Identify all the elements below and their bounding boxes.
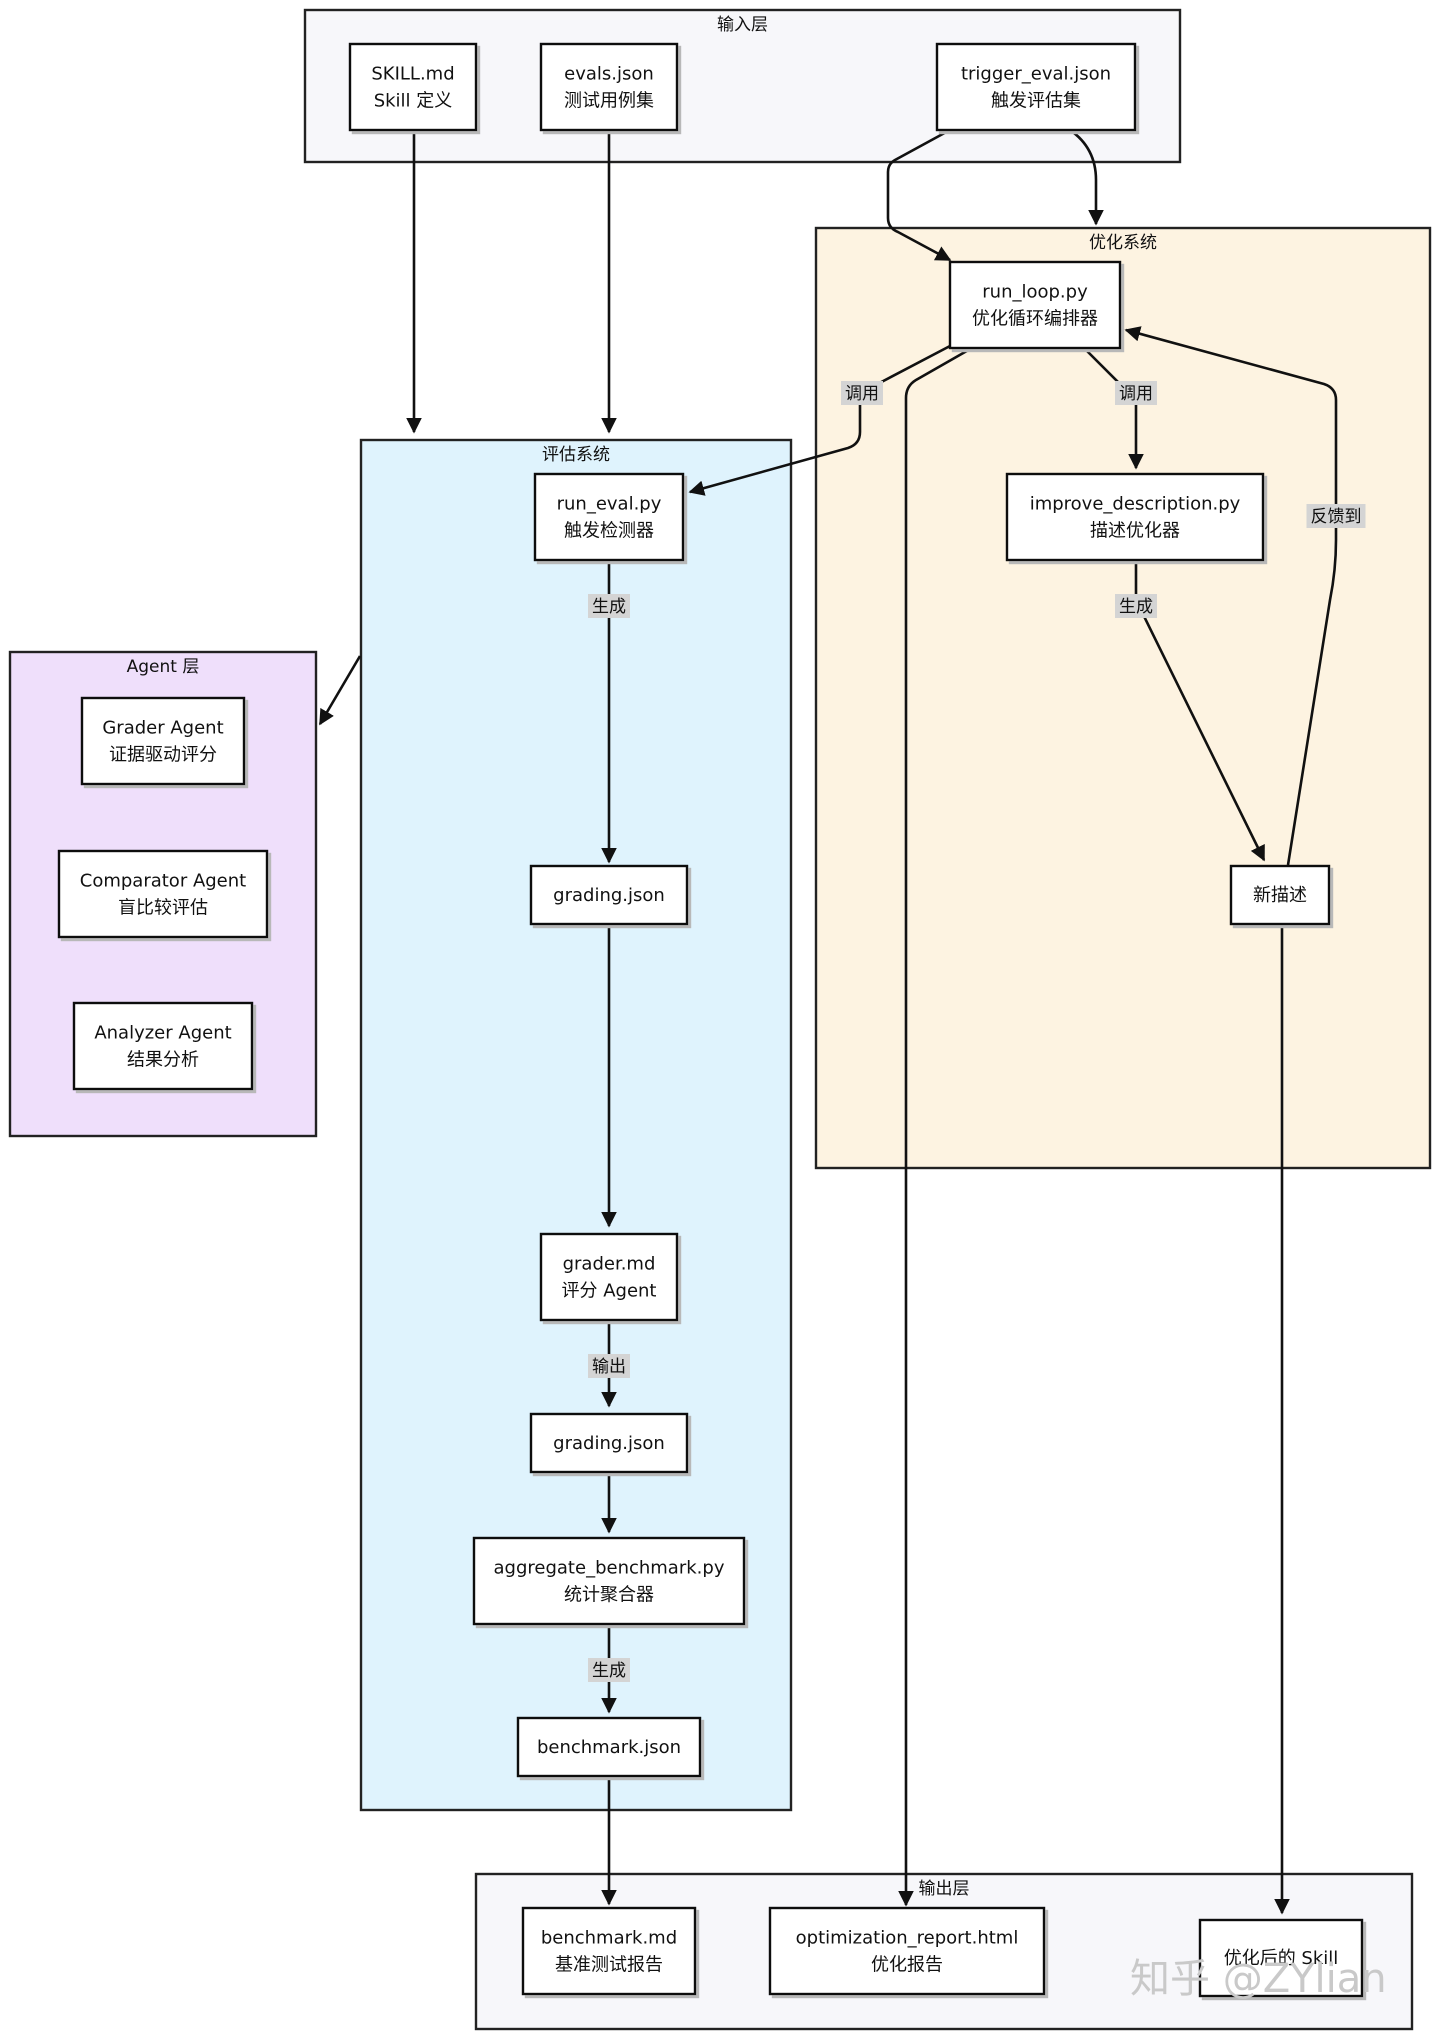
node-box-grader xyxy=(80,696,246,786)
edge-label-bg-feedback xyxy=(1306,504,1366,528)
node-label-analyzer-0: Analyzer Agent xyxy=(94,1023,231,1044)
node-label-optreport-1: 优化报告 xyxy=(871,1955,943,1976)
node-label-comparator-0: Comparator Agent xyxy=(80,871,246,892)
group-title-optimize: 优化系统 xyxy=(1089,233,1157,253)
node-label-benchjson-0: benchmark.json xyxy=(537,1737,681,1758)
node-label-aggregate-0: aggregate_benchmark.py xyxy=(494,1558,725,1579)
edge-label-output-grader: 输出 xyxy=(592,1357,626,1377)
group-title-input: 输入层 xyxy=(717,15,768,35)
node-box-optskill xyxy=(1198,1918,1364,1998)
node-box-grading1 xyxy=(529,864,689,926)
edge-label-bg-gen-bench xyxy=(588,1658,630,1682)
node-label-evals-0: evals.json xyxy=(564,64,654,85)
node-grading1: grading.json xyxy=(529,864,689,926)
node-label-improve-1: 描述优化器 xyxy=(1090,521,1180,542)
node-label-runeval-1: 触发检测器 xyxy=(564,521,654,542)
edge-label-gen-bench: 生成 xyxy=(592,1661,626,1681)
node-grading2: grading.json xyxy=(529,1412,689,1474)
node-evals: evals.json 测试用例集 xyxy=(539,42,679,132)
node-gradermd: grader.md 评分 Agent xyxy=(539,1232,679,1322)
node-box-aggregate xyxy=(472,1536,746,1626)
node-box-benchmd xyxy=(521,1906,697,1996)
node-runeval: run_eval.py 触发检测器 xyxy=(533,472,685,562)
node-label-optskill-0: 优化后的 Skill xyxy=(1224,1948,1339,1969)
edge-label-bg-output-grader xyxy=(588,1354,630,1378)
edge-label-gen-improve: 生成 xyxy=(1119,597,1153,617)
node-box-gradermd xyxy=(539,1232,679,1322)
node-label-grading1-0: grading.json xyxy=(553,885,665,906)
node-aggregate: aggregate_benchmark.py 统计聚合器 xyxy=(472,1536,746,1626)
node-label-benchmd-0: benchmark.md xyxy=(541,1928,677,1949)
node-label-runloop-1: 优化循环编排器 xyxy=(972,309,1098,330)
group-title-agent: Agent 层 xyxy=(127,657,200,677)
node-label-comparator-1: 盲比较评估 xyxy=(118,898,208,919)
edge-label-bg-gen-eval xyxy=(588,594,630,618)
node-analyzer: Analyzer Agent 结果分析 xyxy=(72,1001,254,1091)
node-label-newdesc-0: 新描述 xyxy=(1253,885,1307,906)
node-box-runloop xyxy=(948,260,1122,350)
node-optskill: 优化后的 Skill xyxy=(1198,1918,1364,1998)
node-trigger: trigger_eval.json 触发评估集 xyxy=(935,42,1137,132)
edge-label-call-left: 调用 xyxy=(845,384,879,404)
node-grader: Grader Agent 证据驱动评分 xyxy=(80,696,246,786)
node-label-gradermd-0: grader.md xyxy=(563,1254,656,1275)
node-label-skill-1: Skill 定义 xyxy=(374,91,453,112)
edge-label-bg-call-left xyxy=(841,381,883,405)
node-label-evals-1: 测试用例集 xyxy=(564,91,654,112)
node-label-analyzer-1: 结果分析 xyxy=(127,1050,199,1071)
node-box-improve xyxy=(1005,472,1265,562)
node-label-runloop-0: run_loop.py xyxy=(982,282,1088,303)
node-label-grader-0: Grader Agent xyxy=(102,718,223,739)
node-improve: improve_description.py 描述优化器 xyxy=(1005,472,1265,562)
edge-newdesc-to-runloop xyxy=(1124,326,1338,866)
group-title-eval: 评估系统 xyxy=(542,445,610,465)
node-newdesc: 新描述 xyxy=(1229,864,1331,926)
node-label-trigger-1: 触发评估集 xyxy=(991,91,1081,112)
node-label-trigger-0: trigger_eval.json xyxy=(961,64,1111,85)
watermark-text: 知乎 @ZYlian xyxy=(1130,1956,1387,2002)
node-label-aggregate-1: 统计聚合器 xyxy=(564,1585,654,1606)
node-label-grader-1: 证据驱动评分 xyxy=(109,745,217,766)
node-box-analyzer xyxy=(72,1001,254,1091)
node-box-grading2 xyxy=(529,1412,689,1474)
edge-label-bg-gen-improve xyxy=(1115,594,1157,618)
edge-label-gen-eval: 生成 xyxy=(592,597,626,617)
node-box-runeval xyxy=(533,472,685,562)
node-box-skill xyxy=(348,42,478,132)
node-box-optreport xyxy=(768,1906,1046,1996)
node-box-newdesc xyxy=(1229,864,1331,926)
node-box-benchjson xyxy=(516,1716,702,1778)
node-label-grading2-0: grading.json xyxy=(553,1433,665,1454)
group-title-output: 输出层 xyxy=(919,1879,970,1899)
node-runloop: run_loop.py 优化循环编排器 xyxy=(948,260,1122,350)
node-label-improve-0: improve_description.py xyxy=(1030,494,1241,515)
node-label-runeval-0: run_eval.py xyxy=(557,494,662,515)
node-benchmd: benchmark.md 基准测试报告 xyxy=(521,1906,697,1996)
node-benchjson: benchmark.json xyxy=(516,1716,702,1778)
node-label-optreport-0: optimization_report.html xyxy=(796,1928,1019,1949)
node-box-evals xyxy=(539,42,679,132)
node-box-comparator xyxy=(57,849,269,939)
edge-trigger-to-optimize xyxy=(1069,128,1104,226)
edge-runloop-to-optreport xyxy=(898,346,973,1907)
edge-label-call-right: 调用 xyxy=(1119,384,1153,404)
edge-label-feedback: 反馈到 xyxy=(1311,507,1362,527)
node-optreport: optimization_report.html 优化报告 xyxy=(768,1906,1046,1996)
node-label-benchmd-1: 基准测试报告 xyxy=(555,1955,663,1976)
node-label-skill-0: SKILL.md xyxy=(371,64,454,85)
edge-trigger-to-runloop xyxy=(886,128,952,262)
node-box-trigger xyxy=(935,42,1137,132)
node-comparator: Comparator Agent 盲比较评估 xyxy=(57,849,269,939)
edge-eval-to-agent xyxy=(318,655,362,726)
edge-label-bg-call-right xyxy=(1115,381,1157,405)
node-label-gradermd-1: 评分 Agent xyxy=(561,1281,656,1302)
